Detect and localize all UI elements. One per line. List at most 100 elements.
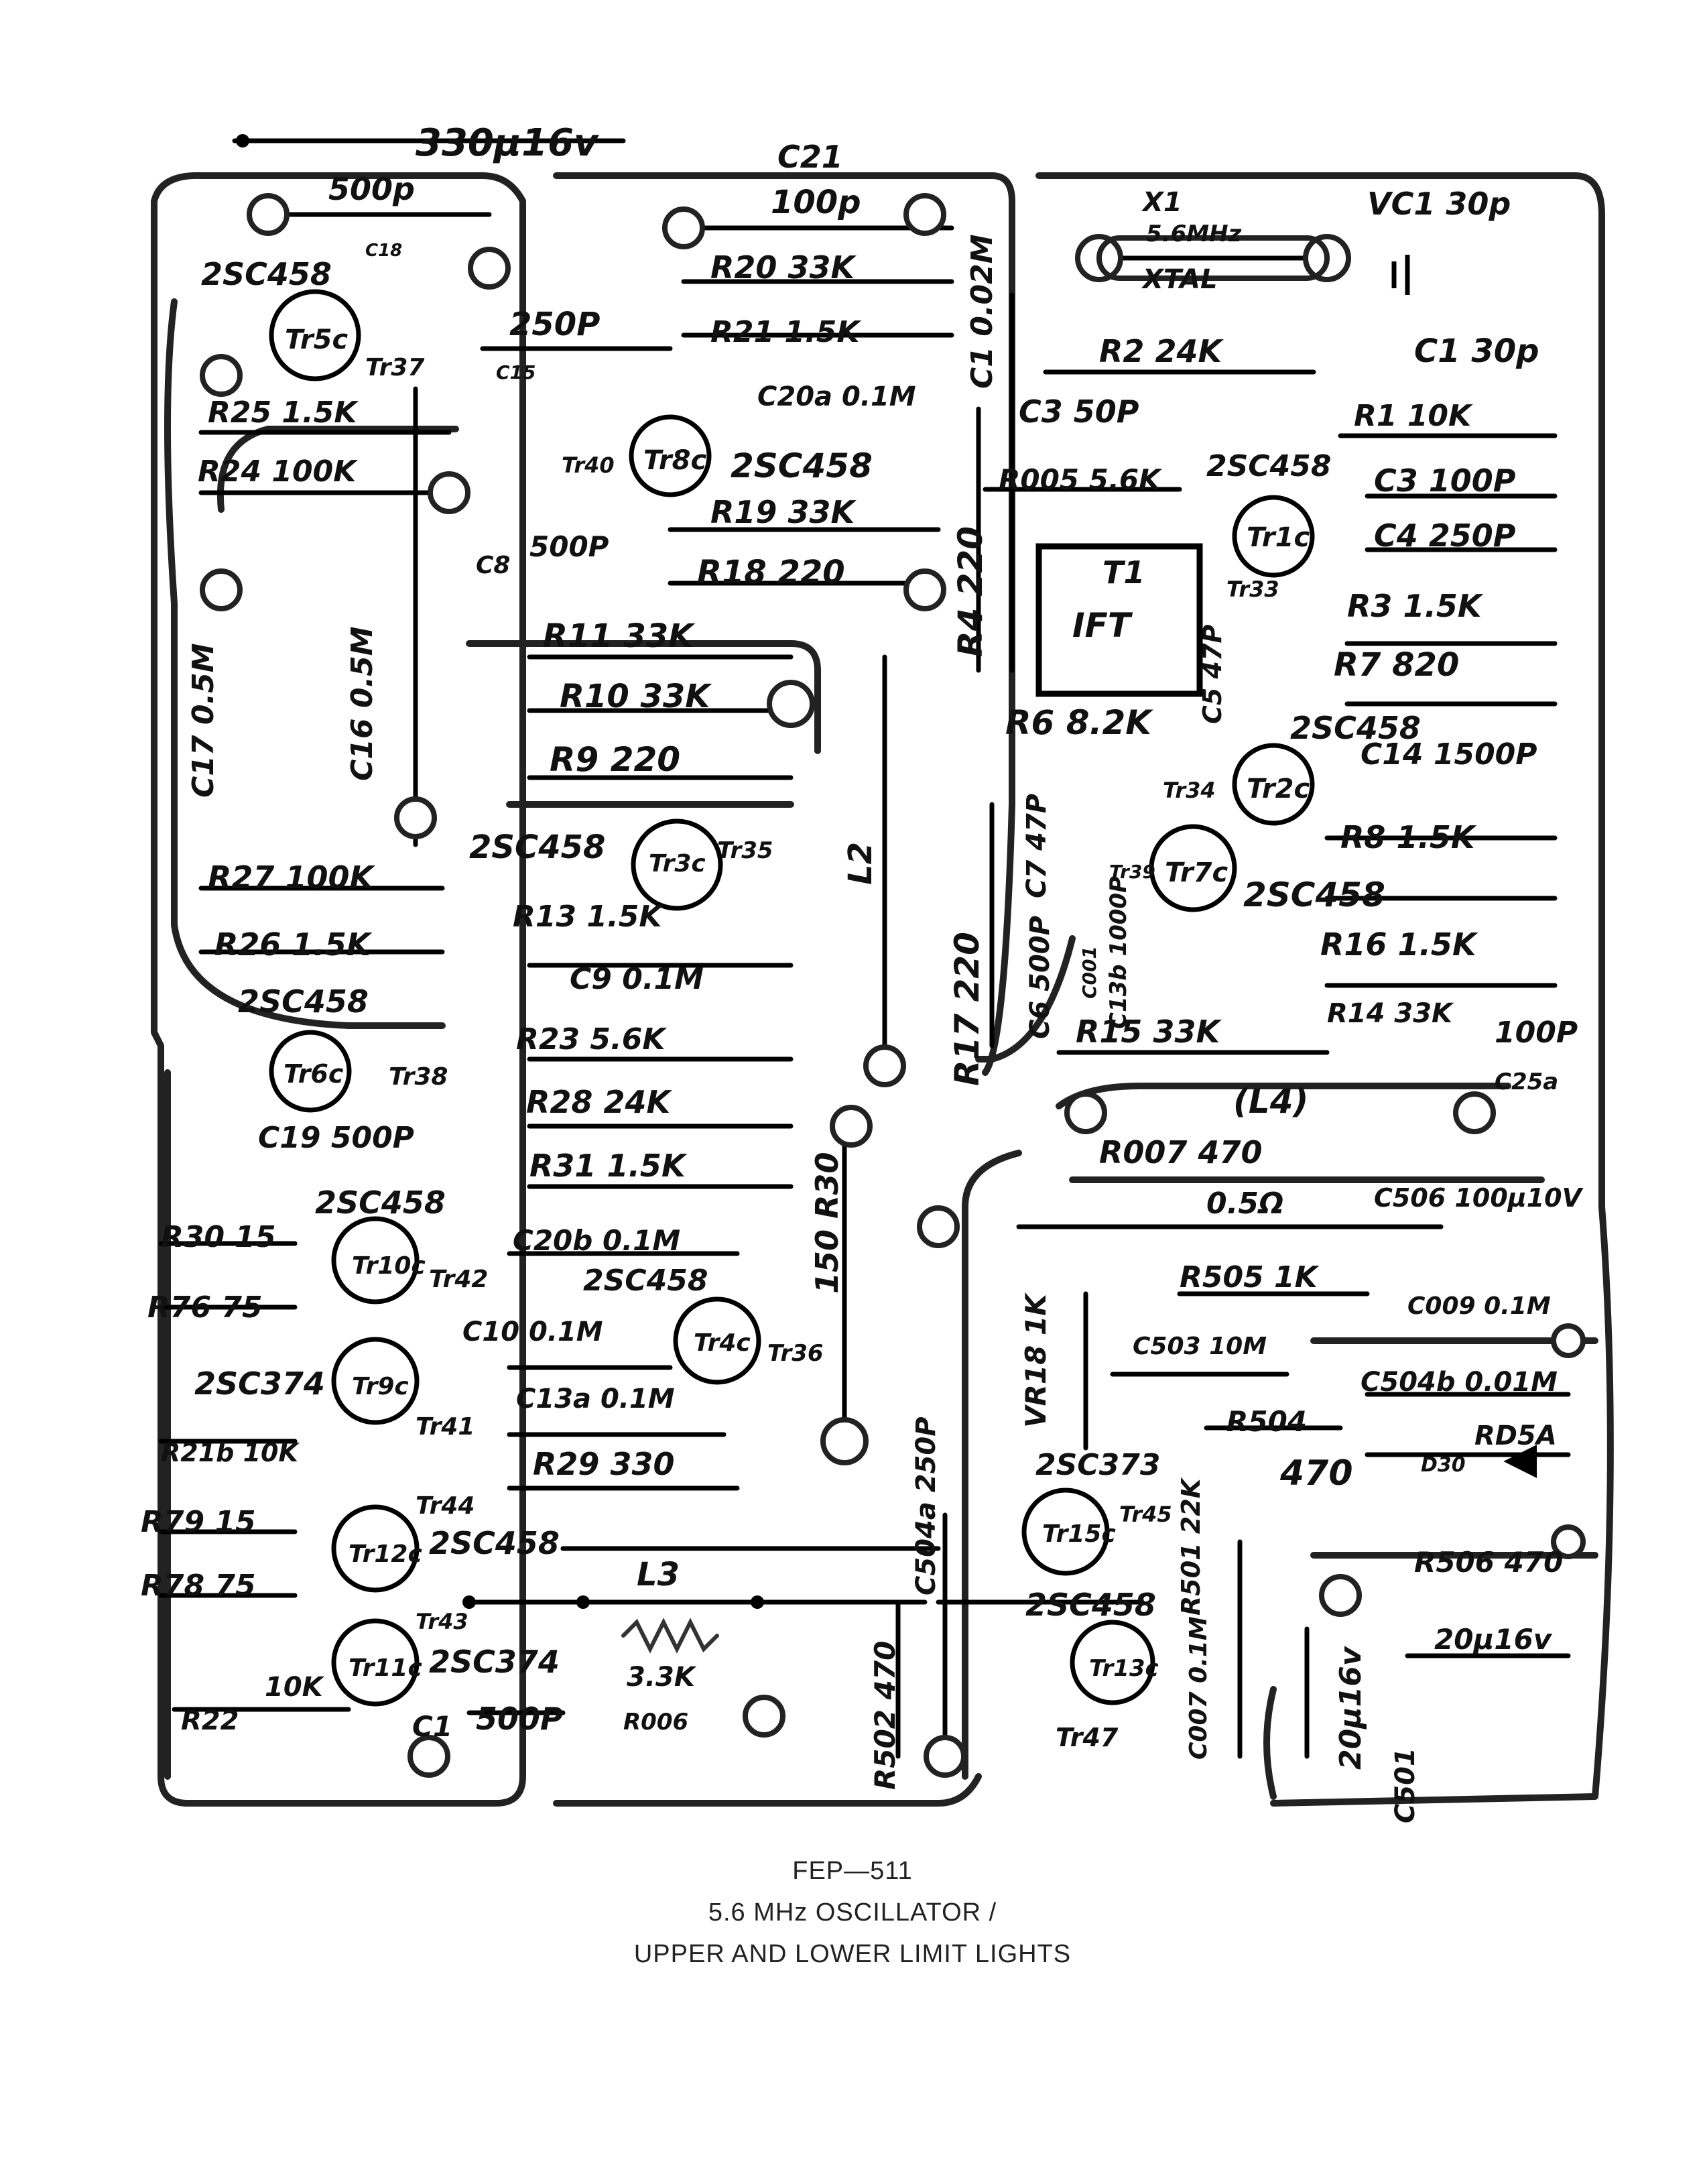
- label-t1: T1: [1102, 554, 1145, 591]
- label-c007: C007 0.1M: [1185, 1616, 1212, 1760]
- label-r30-15: R30 15: [161, 1220, 276, 1254]
- label-r506: R506 470: [1414, 1546, 1563, 1579]
- label-c1-30p: C1 30p: [1414, 332, 1539, 370]
- label-ift: IFT: [1072, 606, 1133, 645]
- label-r8: R8 1.5K: [1340, 819, 1477, 855]
- label-c10: C10 0.1M: [462, 1317, 603, 1347]
- transistor-tr7c: [1149, 824, 1237, 912]
- label-tr37: Tr37: [365, 354, 424, 381]
- label-tr8c: Tr8c: [643, 445, 706, 476]
- label-r505: R505 1K: [1180, 1260, 1320, 1294]
- label-c009: C009 0.1M: [1407, 1292, 1551, 1320]
- label-xtal: XTAL: [1141, 264, 1217, 295]
- label-r76: R76 75: [147, 1290, 263, 1325]
- label-c1-bottom-value: 500P: [476, 1701, 563, 1737]
- label-r005: R005 5.6K: [999, 463, 1163, 496]
- label-c1-bottom: C1: [412, 1710, 452, 1743]
- label-c5: C5 47P: [1198, 625, 1227, 724]
- label-c25a-value: 100P: [1495, 1016, 1578, 1050]
- label-tr9c: Tr9c: [352, 1373, 409, 1400]
- label-tr6c-type: 2SC458: [238, 983, 369, 1020]
- label-r24: R24 100K: [198, 454, 358, 489]
- solder-pads: [200, 193, 1586, 1778]
- label-tr1c: Tr1c: [1247, 522, 1310, 553]
- label-tr5c: Tr5c: [285, 324, 348, 355]
- label-r78: R78 75: [141, 1569, 256, 1603]
- label-c3-50p: C3 50P: [1019, 393, 1139, 430]
- label-c4: C4 250P: [1374, 518, 1516, 554]
- transistor-tr9c: [331, 1337, 420, 1425]
- label-tr13c: Tr13c: [1089, 1655, 1159, 1682]
- label-c1-002: C1 0.02M: [965, 234, 999, 389]
- transistor-bodies: [269, 235, 1537, 1707]
- resistor-r006: [621, 1618, 719, 1654]
- label-r31: R31 1.5K: [529, 1148, 688, 1184]
- label-tr5c-type: 2SC458: [201, 256, 332, 292]
- label-r1: R1 10K: [1354, 399, 1473, 433]
- label-r11: R11 33K: [543, 617, 696, 655]
- transistor-tr1c: [1232, 495, 1315, 578]
- label-c501-value-top: 20μ16v: [1434, 1623, 1553, 1656]
- transistor-tr12c: [331, 1504, 420, 1593]
- label-c506: C506 100μ10V: [1374, 1183, 1584, 1213]
- label-vc1: VC1 30p: [1367, 186, 1511, 222]
- label-tr4c: Tr4c: [694, 1329, 751, 1357]
- label-r2: R2 24K: [1099, 333, 1224, 369]
- label-r21: R21 1.5K: [710, 315, 861, 349]
- label-tr45: Tr45: [1119, 1502, 1172, 1527]
- label-r22: R22: [181, 1705, 239, 1736]
- label-tr6c: Tr6c: [283, 1059, 344, 1089]
- label-c501-value: 20μ16v: [1334, 1646, 1368, 1770]
- label-tr42: Tr42: [429, 1266, 488, 1293]
- label-r22-value: 10K: [265, 1672, 325, 1703]
- label-r17: R17 220: [948, 932, 987, 1086]
- label-r6: R6 8.2K: [1005, 703, 1153, 742]
- label-tr44: Tr44: [416, 1492, 475, 1520]
- label-c25a: C25a: [1495, 1069, 1558, 1095]
- label-c503: C503 10M: [1133, 1333, 1267, 1360]
- label-tr38: Tr38: [389, 1063, 448, 1091]
- label-c7: C7 47P: [1021, 794, 1052, 898]
- label-c504b: C504b 0.01M: [1361, 1367, 1558, 1398]
- label-c14: C14 1500P: [1361, 737, 1537, 772]
- component-leads: [158, 134, 1571, 1759]
- label-tr36: Tr36: [767, 1340, 824, 1367]
- label-vr18: VR18 1K: [1019, 1292, 1052, 1428]
- label-tr40: Tr40: [562, 452, 615, 478]
- label-r504-value: 470: [1279, 1453, 1353, 1494]
- transistor-tr4c: [673, 1296, 761, 1385]
- label-r79: R79 15: [141, 1505, 256, 1539]
- label-l4: (L4): [1233, 1082, 1308, 1121]
- transistor-tr6c: [269, 1030, 352, 1113]
- label-c16: C16 0.5M: [345, 626, 379, 781]
- label-c13a: C13a 0.1M: [516, 1384, 675, 1414]
- label-r15: R15 33K: [1076, 1014, 1222, 1050]
- label-r23: R23 5.6K: [516, 1022, 667, 1056]
- label-tr10c: Tr10c: [352, 1252, 426, 1280]
- label-r28: R28 24K: [526, 1084, 672, 1120]
- label-r9: R9 220: [550, 740, 680, 779]
- transistor-tr5c: [269, 289, 361, 381]
- label-tr12c-type: 2SC458: [429, 1525, 560, 1561]
- label-r006-value: 3.3K: [627, 1662, 697, 1693]
- label-r26: R26 1.5K: [214, 926, 373, 963]
- label-r27: R27 100K: [208, 859, 375, 896]
- label-c15-value: 250P: [509, 306, 600, 343]
- transistor-tr15c: [1021, 1488, 1110, 1576]
- label-r006: R006: [623, 1709, 688, 1736]
- label-tr34: Tr34: [1163, 778, 1216, 803]
- label-tr8c-type: 2SC458: [731, 446, 873, 485]
- label-c330: 330μ16v: [416, 121, 599, 165]
- transistor-tr13c: [1070, 1620, 1155, 1705]
- label-tr43: Tr43: [416, 1609, 468, 1634]
- label-c17: C17 0.5M: [186, 643, 220, 798]
- figure-caption: FEP—511 5.6 MHz OSCILLATOR / UPPER AND L…: [0, 1850, 1705, 1975]
- transistor-tr11c: [331, 1618, 420, 1707]
- label-r502: R502 470: [869, 1641, 901, 1790]
- label-c501: C501: [1390, 1748, 1421, 1823]
- label-tr4c-type: 2SC458: [583, 1264, 708, 1298]
- label-c6: C6 500P: [1025, 916, 1056, 1039]
- label-r30-150: 150 R30: [809, 1152, 845, 1294]
